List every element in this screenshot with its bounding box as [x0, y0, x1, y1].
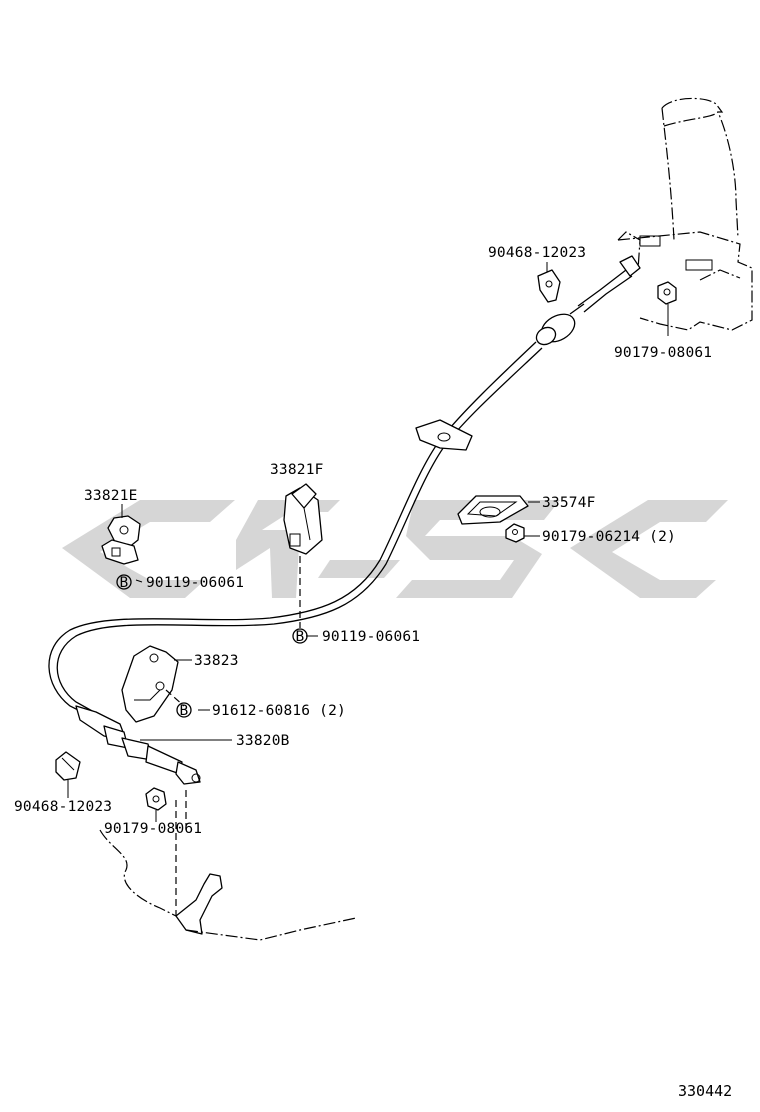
- shift-cable: [48, 255, 641, 785]
- nut-90179-08061-top: [657, 281, 677, 305]
- nut-90179-06214: [505, 523, 525, 543]
- svg-text:B: B: [120, 575, 129, 591]
- label-90468-12023-top: 90468-12023: [488, 245, 586, 261]
- bracket-33823: [121, 645, 179, 723]
- label-90179-08061-bottom: 90179-08061: [104, 821, 202, 837]
- svg-text:B: B: [180, 703, 189, 719]
- bolt-marker-left: B: [116, 574, 132, 591]
- label-33820B: 33820B: [236, 733, 290, 749]
- bracket-33821F: [283, 483, 323, 555]
- label-33823: 33823: [194, 653, 239, 669]
- label-91612-60816: 91612-60816 (2): [212, 703, 346, 719]
- transmission-shift-lever: [99, 790, 357, 941]
- leader-lines: [121, 501, 540, 741]
- label-90119-06061-mid: 90119-06061: [322, 629, 420, 645]
- watermark-logo: [62, 500, 728, 598]
- clip-90468-12023-bottom: [55, 751, 81, 781]
- shift-lever-assembly: [617, 97, 753, 331]
- bolt-marker-bracket: B: [176, 702, 192, 719]
- figure-number: 330442: [678, 1082, 732, 1100]
- label-33821E: 33821E: [84, 488, 138, 504]
- plate-33574F: [457, 495, 529, 525]
- label-33574F: 33574F: [542, 495, 596, 511]
- bolt-marker-mid: B: [292, 628, 308, 645]
- clip-33821E: [101, 515, 141, 565]
- label-90179-08061-top: 90179-08061: [614, 345, 712, 361]
- label-33821F: 33821F: [270, 462, 324, 478]
- nut-90179-08061-bottom: [145, 787, 167, 811]
- label-90468-12023-bottom: 90468-12023: [14, 799, 112, 815]
- svg-text:B: B: [296, 629, 305, 645]
- label-90119-06061-left: 90119-06061: [146, 575, 244, 591]
- label-90179-06214: 90179-06214 (2): [542, 529, 676, 545]
- clip-90468-12023-top: [537, 269, 561, 303]
